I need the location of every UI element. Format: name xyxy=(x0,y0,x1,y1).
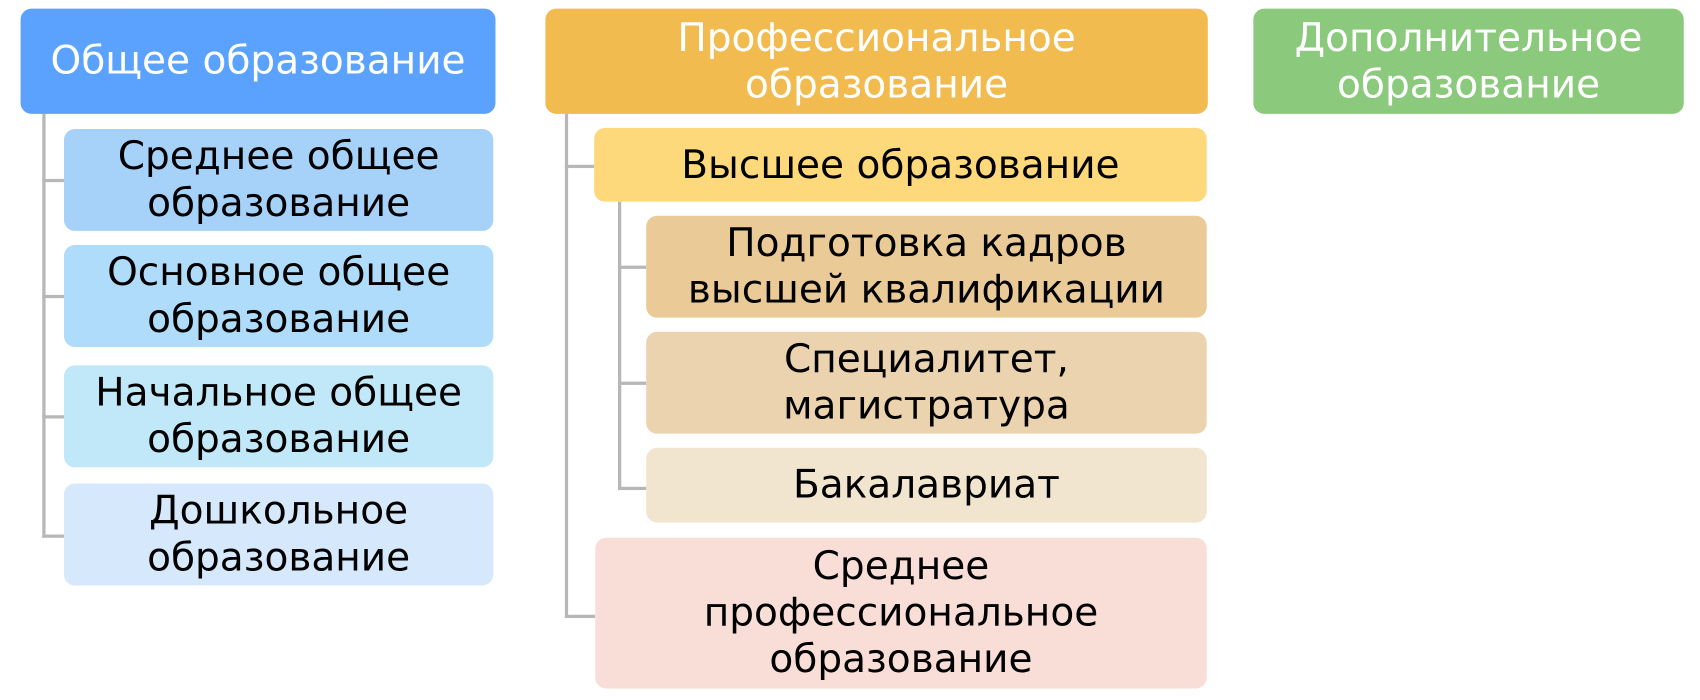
higher-education-node: Высшее образование xyxy=(594,127,1207,202)
tree-branch xyxy=(564,164,595,169)
primary-general-node: Начальное общее образование xyxy=(63,365,494,468)
tree-branch xyxy=(42,415,64,419)
tree-line xyxy=(564,113,569,618)
tree-branch xyxy=(42,294,64,299)
tree-branch xyxy=(42,178,64,183)
bachelor-node: Бакалавриат xyxy=(646,447,1207,523)
tree-line xyxy=(42,113,46,538)
preschool-node: Дошкольное образование xyxy=(63,483,494,586)
tree-branch xyxy=(42,534,64,538)
tree-branch xyxy=(617,265,647,269)
secondary-professional-node: Среднее профессиональное образование xyxy=(595,537,1207,689)
additional-education-header: Дополнительное образование xyxy=(1253,8,1684,114)
secondary-general-node: Среднее общее образование xyxy=(63,129,494,231)
tree-branch xyxy=(617,381,647,385)
basic-general-node: Основное общее образование xyxy=(63,245,494,347)
tree-line xyxy=(617,201,622,491)
highest-qualification-node: Подготовка кадров высшей квалификации xyxy=(646,215,1207,318)
specialist-masters-node: Специалитет, магистратура xyxy=(646,331,1207,434)
tree-branch xyxy=(564,614,596,618)
general-education-header: Общее образование xyxy=(20,8,496,114)
tree-branch xyxy=(617,486,647,491)
professional-education-header: Профессиональное образование xyxy=(545,8,1208,114)
